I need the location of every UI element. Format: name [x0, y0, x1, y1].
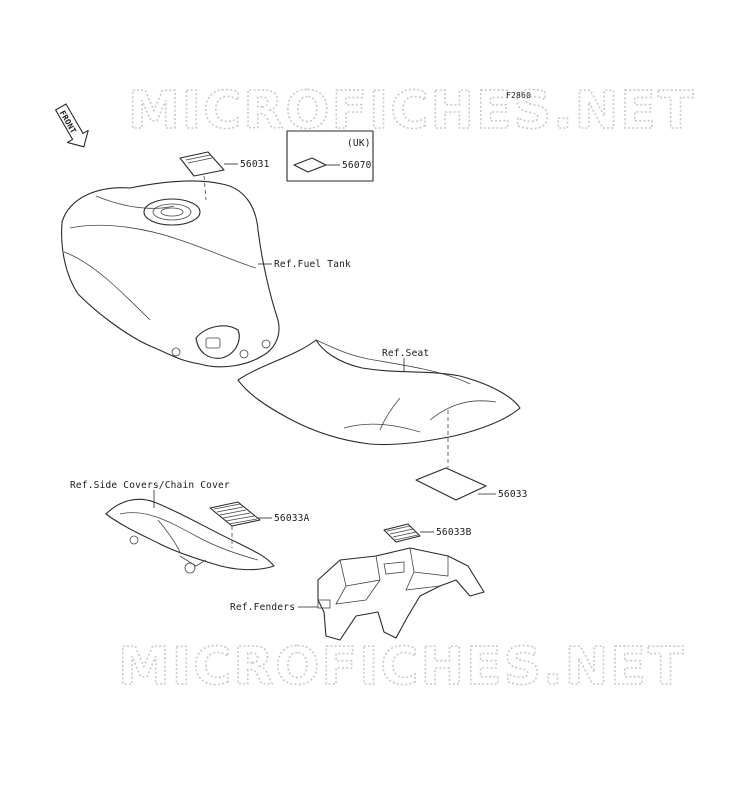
fuel-tank-drawing	[61, 180, 280, 368]
part-number-56033: 56033	[498, 489, 528, 500]
watermark-top: MICROFICHES.NET	[128, 81, 695, 141]
part-number-56070: 56070	[342, 160, 372, 171]
seat-drawing	[237, 339, 521, 468]
chain-cover-drawing	[105, 490, 275, 574]
rear-fender-drawing	[298, 547, 485, 641]
part-number-56033a: 56033A	[274, 513, 310, 524]
ref-seat: Ref.Seat	[382, 348, 429, 359]
uk-note: (UK)	[347, 138, 371, 149]
label-56031-part	[179, 151, 238, 201]
watermark-bottom: MICROFICHES.NET	[118, 637, 685, 697]
front-arrow-icon: FRONT	[55, 103, 89, 148]
diagram-code: F2860	[506, 91, 531, 100]
label-56033b-part	[383, 523, 434, 543]
label-56033-part	[415, 467, 496, 501]
uk-variant-box: (UK) 56070	[286, 130, 374, 182]
ref-fenders: Ref.Fenders	[230, 602, 295, 613]
ref-side-covers-chain-cover: Ref.Side Covers/Chain Cover	[70, 480, 230, 491]
ref-fuel-tank: Ref.Fuel Tank	[274, 259, 351, 270]
part-number-56031: 56031	[240, 159, 270, 170]
label-56033a-part	[209, 501, 272, 548]
part-number-56033b: 56033B	[436, 527, 472, 538]
